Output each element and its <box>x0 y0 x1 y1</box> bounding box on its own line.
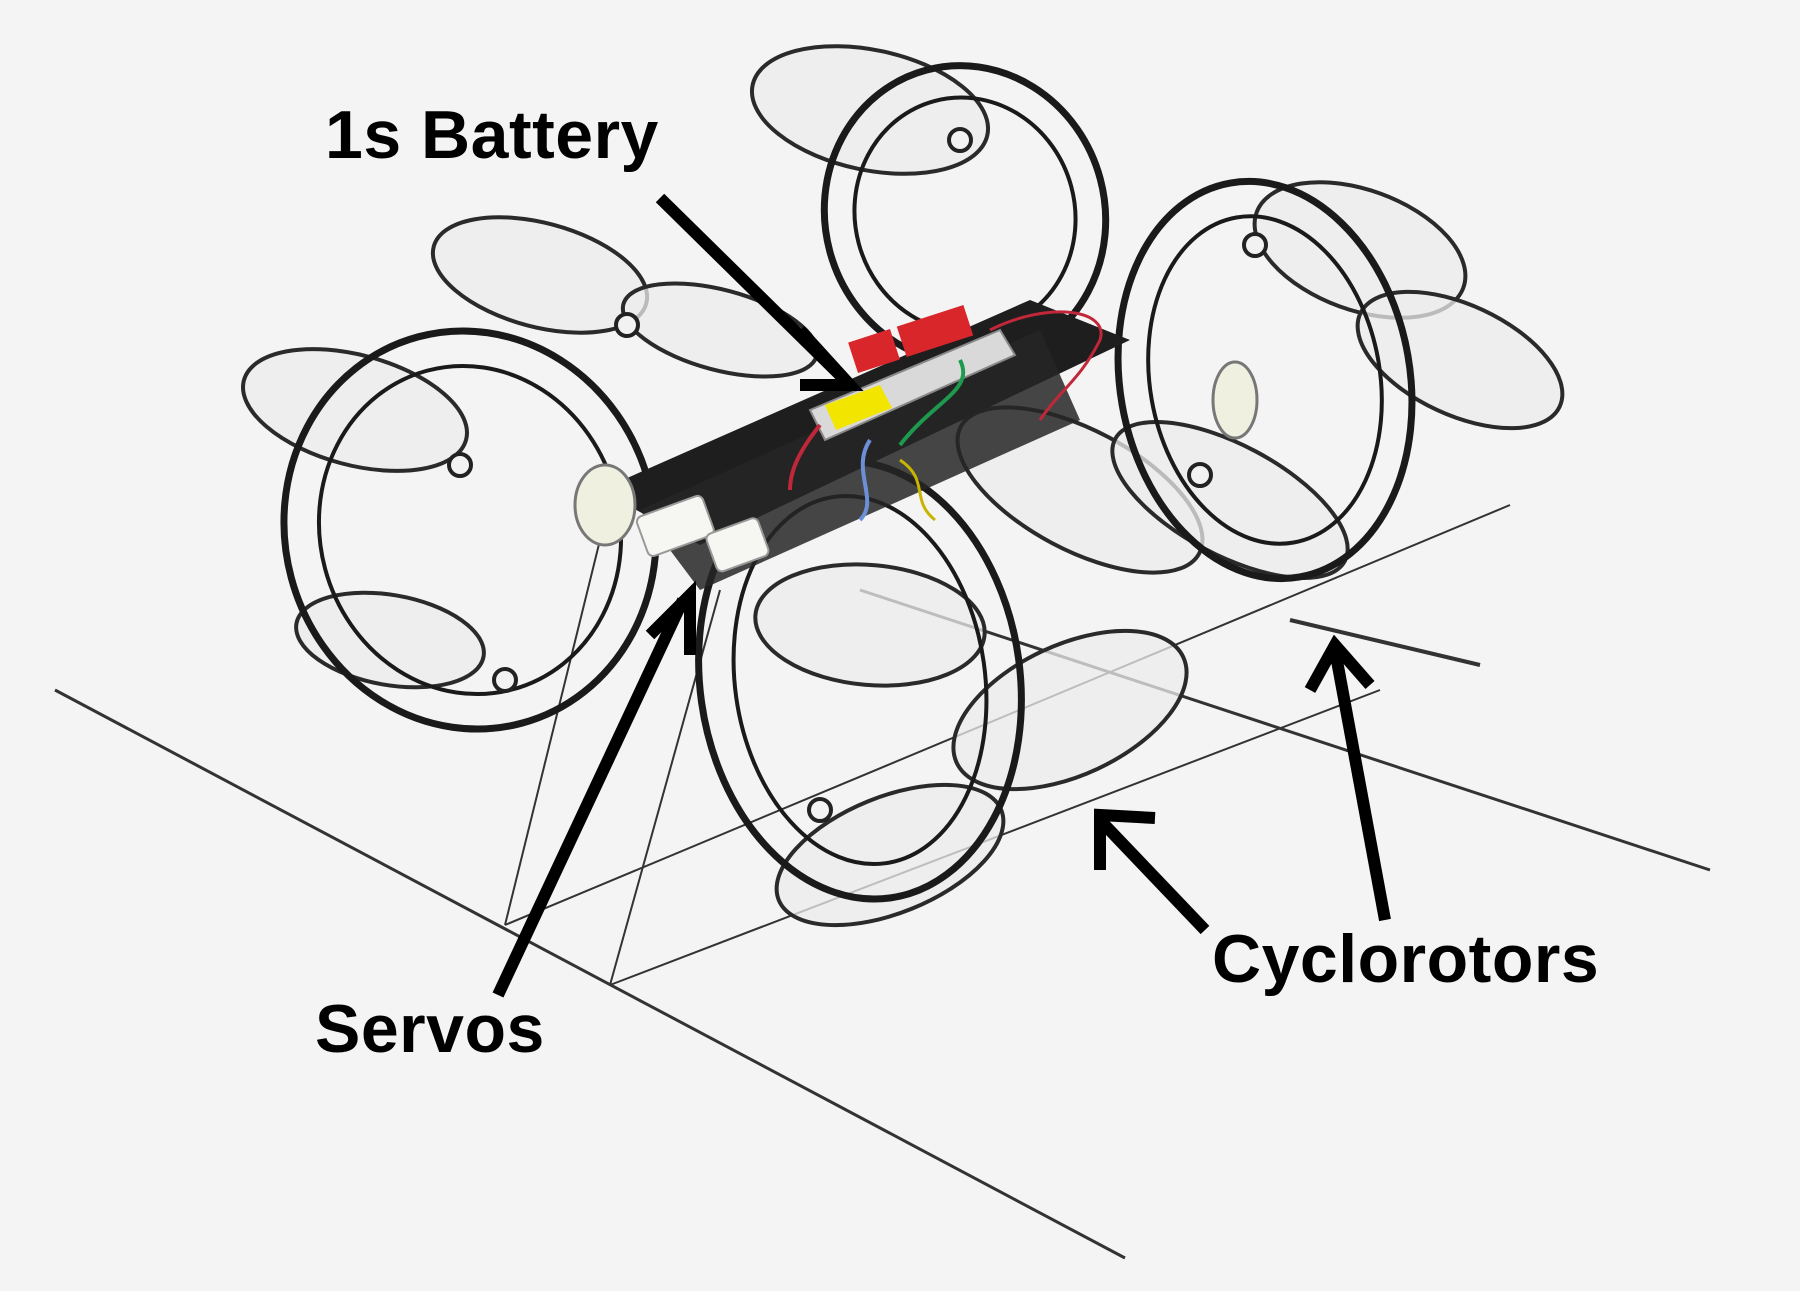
wire-blue <box>858 438 872 522</box>
gear-disc <box>1211 360 1259 440</box>
rotor-cage-rear-right <box>1114 177 1416 583</box>
arrow-cyclorotors-1 <box>1094 808 1210 935</box>
battery-label <box>825 385 892 430</box>
blade <box>1252 180 1468 320</box>
wire-green <box>898 359 966 447</box>
servos-label-text: Servos <box>315 991 545 1067</box>
landing-tail <box>1289 618 1481 667</box>
arrow-cyclorotors-2 <box>1304 634 1391 922</box>
annotation-arrows <box>492 193 1391 998</box>
hub <box>614 312 640 338</box>
wire-yellow <box>899 458 936 522</box>
blade <box>749 44 991 176</box>
battery-connector <box>848 328 900 374</box>
blade <box>753 562 987 688</box>
hub <box>947 127 973 153</box>
hub <box>492 667 518 693</box>
battery-connector <box>896 304 974 358</box>
arrow-servos <box>492 580 696 998</box>
wire-red <box>788 423 822 491</box>
cyclorotors-label-text: Cyclorotors <box>1212 921 1600 997</box>
rotor-hubs <box>447 127 1268 823</box>
hub <box>1242 232 1268 258</box>
arrow-battery <box>655 193 864 391</box>
wire-red <box>989 310 1103 421</box>
battery-label-text: 1s Battery <box>325 97 659 173</box>
hub <box>1187 462 1213 488</box>
hub <box>807 797 833 823</box>
blade <box>294 590 486 690</box>
landing-rod-front <box>54 688 1126 1260</box>
servo <box>635 494 715 557</box>
landing-leg-1 <box>504 539 601 926</box>
blade <box>951 628 1189 792</box>
gear-disc <box>573 463 637 547</box>
landing-rod-rear <box>859 588 1711 872</box>
rotor-cage-inner <box>1146 214 1384 546</box>
hub <box>447 452 473 478</box>
servo <box>705 517 770 573</box>
central-body <box>573 300 1259 590</box>
